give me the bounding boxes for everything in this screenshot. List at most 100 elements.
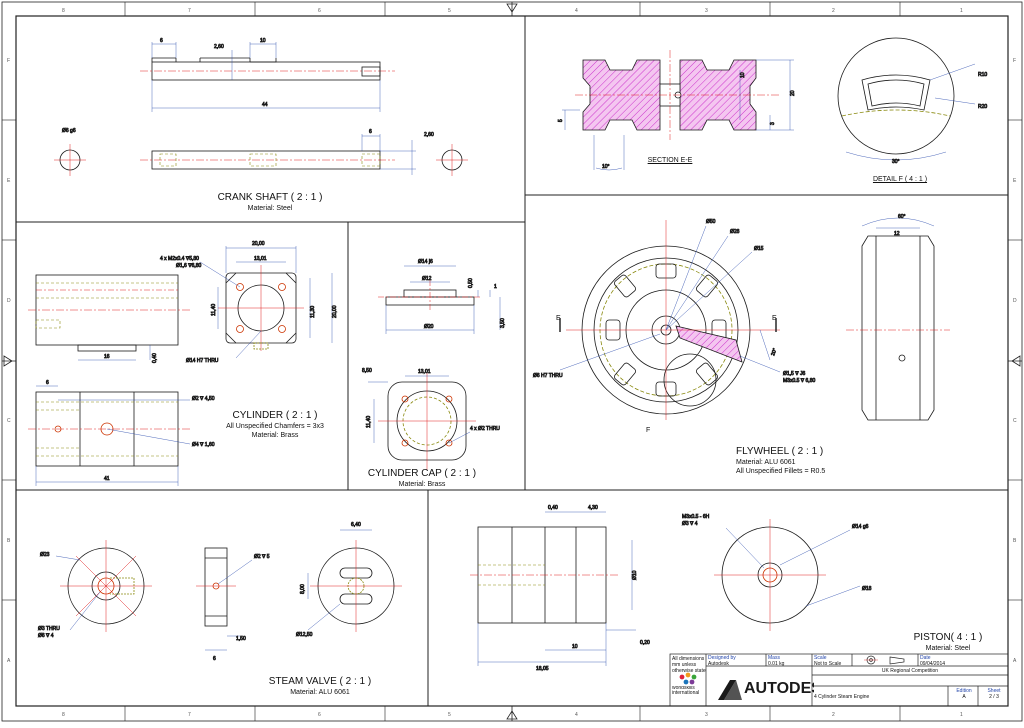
edition-value: A	[962, 694, 966, 700]
cylinder-cap-views: Ø14 j6 Ø12 0,50 1 3,50 Ø20 8,50 13,01 11…	[362, 259, 506, 470]
zone-col-3-bottom: 3	[705, 712, 708, 718]
zone-col-6-bottom: 6	[318, 712, 321, 718]
piston-title: PISTON( 4 : 1 )	[913, 632, 983, 643]
detail-f-window	[861, 74, 931, 111]
piston-dim-5: 18,05	[536, 666, 549, 672]
flywheel-section-mark-right: E	[772, 315, 777, 322]
competition-name: UK Regional Competition	[881, 668, 939, 674]
cylinder-dim-8: 16	[104, 354, 110, 360]
flywheel-dim-7: M3x0.5 ∇ 6,80	[783, 378, 815, 384]
section-dim-3: 5	[558, 119, 564, 122]
crank-shaft-views: 6 2,60 10 44 Ø6 g6 6 2,60	[54, 38, 468, 176]
zone-col-4: 4	[575, 8, 578, 14]
zone-col-1-bottom: 1	[960, 712, 963, 718]
crank-shaft-material: Material: Steel	[247, 205, 293, 212]
flywheel-section-arm	[675, 325, 743, 363]
sheet-value: 2 / 3	[989, 694, 999, 700]
cap-dim-9: 11,40	[366, 416, 372, 428]
flywheel-dim-9: 12	[894, 231, 900, 237]
section-ee-view: 10 20 5 3 10°	[558, 50, 796, 170]
detail-f-boundary	[837, 37, 955, 155]
project-name: 4 Cylinder Steam Engine	[814, 694, 870, 700]
flywheel-fillet-note: All Unspecified Fillets = R0.5	[736, 468, 826, 475]
flywheel-dim-8: 60°	[898, 214, 906, 220]
crank-dim-6: 6	[369, 129, 372, 135]
cap-dim-1: Ø14 j6	[418, 259, 433, 265]
zone-col-1: 1	[960, 8, 963, 14]
zone-col-4-bottom: 4	[575, 712, 578, 718]
cylinder-dim-4: 13,01	[254, 256, 267, 262]
flywheel-dim-1: Ø50	[706, 219, 716, 225]
piston-dim-6: 0,20	[640, 640, 650, 646]
cylinder-dim-9: 0,40	[152, 353, 158, 363]
detail-dim-1: R10	[978, 72, 987, 78]
flywheel-title: FLYWHEEL ( 2 : 1 )	[736, 446, 824, 457]
zone-col-8: 8	[62, 8, 65, 14]
piston-material: Material: Steel	[925, 645, 971, 652]
zone-row-f: F	[7, 58, 10, 64]
scale-value: Not to Scale	[814, 661, 842, 667]
zone-row-b: B	[7, 538, 11, 544]
date-value: 09/04/2014	[920, 661, 946, 667]
panel-dividers	[16, 16, 1008, 706]
autodesk-logo-mark	[718, 680, 742, 700]
scale-cell: Scale Not to Scale	[814, 655, 852, 667]
piston-views: 0,40 4,30 Ø10 10 18,05 0,20 M3x0.5 - 6H …	[470, 505, 872, 672]
cylinder-cap-material: Material: Brass	[398, 481, 446, 488]
flywheel-side-hole	[898, 354, 906, 362]
cylinder-chamfer-note: All Unspecified Chamfers = 3x3	[226, 423, 324, 430]
zone-row-c: C	[7, 418, 11, 424]
flywheel-dim-5: 20°	[770, 348, 778, 357]
crank-dim-5: Ø6 g6	[62, 128, 76, 134]
date-cell: Date 09/04/2014	[920, 655, 1006, 667]
cylinder-dim-2: Ø1,6 ∇6,80	[176, 263, 202, 269]
crank-dim-4: 44	[262, 102, 268, 108]
cylinder-title: CYLINDER ( 2 : 1 )	[232, 410, 318, 421]
valve-dim-5: 1,50	[236, 636, 246, 642]
zone-col-7-bottom: 7	[188, 712, 191, 718]
flywheel-material: Material: ALU 6061	[736, 459, 796, 466]
section-dim-5: 10°	[602, 164, 610, 170]
piston-dim-7: M3x0.5 - 6H	[682, 514, 710, 520]
valve-dim-7: 6,40	[351, 522, 361, 528]
zone-row-e: E	[7, 178, 11, 184]
zone-col-5: 5	[448, 8, 451, 14]
edition-cell: Edition A	[950, 688, 978, 700]
detail-f-view: R10 R20 30°	[837, 37, 988, 165]
zone-col-2-bottom: 2	[832, 712, 835, 718]
designed-by-value: Autodesk	[708, 661, 729, 667]
valve-dim-6: 6	[213, 656, 216, 662]
zone-col-2: 2	[832, 8, 835, 14]
zone-row-a: A	[7, 658, 11, 664]
flywheel-section-mark-left: E	[556, 315, 561, 322]
worldskills-logo-text: worldskills international	[672, 686, 700, 696]
cap-dim-6: Ø20	[424, 324, 434, 330]
cap-dim-8: 13,01	[418, 369, 431, 375]
cylinder-dim-13: Ø4 ∇ 1,60	[192, 442, 215, 448]
section-dim-4: 3	[770, 122, 776, 125]
cap-dim-10: 4 x Ø2 THRU	[470, 426, 500, 432]
cap-dim-2: Ø12	[422, 276, 432, 282]
flywheel-views: E E F Ø50 Ø28 Ø15 Ø6 H7 THRU 20° Ø1,5 ∇ …	[533, 214, 950, 434]
cylinder-dim-7: 20,00	[332, 305, 338, 318]
flywheel-dim-2: Ø28	[730, 229, 740, 235]
mass-value: 0.01 kg	[768, 661, 785, 667]
valve-dim-9: Ø12,50	[296, 632, 313, 638]
cylinder-dim-6: 11,30	[310, 306, 316, 318]
flywheel-dim-6: Ø1,5 ∇ J6	[783, 371, 805, 377]
cap-dim-7: 8,50	[362, 368, 372, 374]
steam-valve-views: Ø23 Ø3 THRU Ø6 ∇ 4 Ø2 ∇ 5 1,50 6 6,40 8,…	[38, 522, 402, 662]
cylinder-dim-3: 20,00	[252, 241, 265, 247]
detail-dim-2: R20	[978, 104, 987, 110]
cylinder-dim-14: 41	[104, 476, 110, 482]
detail-f-title: DETAIL F ( 4 : 1 )	[872, 176, 928, 183]
flywheel-dim-4: Ø6 H7 THRU	[533, 373, 563, 379]
cylinder-dim-10: Ø14 H7 THRU	[186, 358, 219, 364]
cylinder-dim-11: 6	[46, 380, 49, 386]
zone-col-6: 6	[318, 8, 321, 14]
cylinder-cap-title: CYLINDER CAP ( 2 : 1 )	[367, 468, 477, 479]
